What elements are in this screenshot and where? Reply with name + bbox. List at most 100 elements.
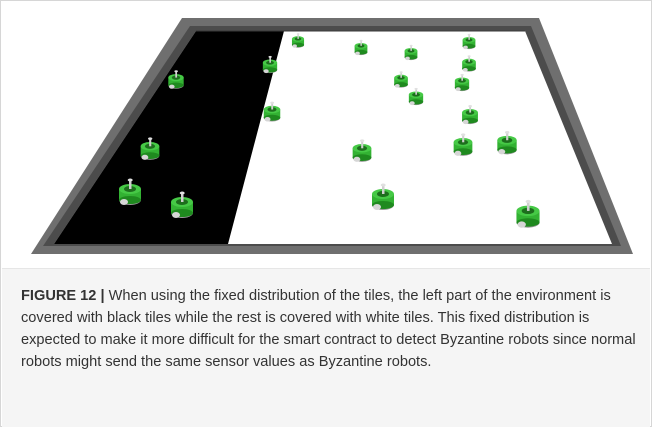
robot-part: [352, 148, 372, 158]
robot-part: [468, 34, 470, 40]
robot-part: [356, 145, 368, 151]
robot-part: [461, 74, 463, 81]
robot: [404, 44, 418, 61]
robot: [262, 55, 278, 74]
robot-part: [409, 101, 415, 106]
robot-part: [270, 101, 275, 104]
robot-part: [294, 37, 302, 41]
robot-part: [361, 140, 364, 149]
robot-part: [382, 185, 385, 194]
robot-part: [521, 207, 535, 215]
robot-part: [404, 50, 418, 58]
robot-part: [409, 44, 413, 47]
robot-part: [408, 94, 424, 102]
robot-part: [458, 78, 466, 83]
robot-part: [516, 210, 540, 223]
arena-rendering: [31, 18, 633, 254]
robot-part: [269, 56, 271, 63]
robot-part: [140, 146, 160, 156]
robot-part: [462, 112, 478, 121]
robot-part: [462, 119, 469, 125]
robot-part: [399, 71, 403, 74]
robot-group: [119, 33, 540, 228]
robot-part: [412, 92, 420, 97]
robot-part: [360, 139, 365, 142]
robot: [453, 133, 473, 156]
robot: [516, 199, 540, 228]
robot-part: [359, 39, 363, 42]
robot-part: [468, 105, 472, 108]
robot-part: [454, 80, 470, 88]
robot-part: [266, 60, 274, 65]
robot-part: [462, 61, 476, 69]
robot: [171, 191, 193, 218]
robot-part: [463, 45, 468, 50]
black-tile-area: [54, 31, 284, 244]
robot-part: [394, 83, 400, 88]
robot-part: [149, 138, 152, 147]
robot-part: [397, 75, 405, 80]
robot-part: [465, 110, 475, 115]
robot-part: [497, 140, 517, 150]
robot-part: [501, 137, 513, 143]
robot-part: [119, 189, 141, 200]
robot-part: [461, 133, 466, 136]
robot-part: [168, 77, 184, 86]
robot: [462, 105, 478, 125]
robot-part: [462, 39, 476, 47]
robot-part: [373, 204, 381, 210]
robot-part: [414, 87, 418, 90]
robot-part: [506, 132, 509, 141]
robot-part: [407, 49, 415, 53]
robot-part: [525, 199, 531, 204]
robot: [354, 39, 368, 56]
robot: [263, 101, 281, 122]
robot-part: [465, 59, 473, 64]
robot-part: [171, 202, 193, 213]
robot: [497, 131, 517, 155]
robot-part: [405, 56, 410, 61]
robot-part: [465, 38, 473, 42]
robot-part: [354, 45, 368, 53]
robot: [119, 178, 141, 205]
robot-part: [144, 143, 156, 149]
figure-caption: FIGURE 12 | When using the fixed distrib…: [21, 285, 637, 373]
robot-part: [454, 150, 462, 156]
robot-part: [174, 70, 178, 73]
robot-part: [453, 142, 473, 152]
robot-part: [498, 149, 506, 155]
robot-part: [467, 55, 471, 58]
robot-part: [264, 117, 271, 122]
robot-part: [296, 33, 300, 35]
robot-part: [467, 33, 471, 36]
robot: [352, 139, 372, 162]
robot-part: [297, 33, 299, 39]
robot-part: [457, 139, 469, 145]
robot-part: [175, 71, 178, 78]
robot-part: [469, 106, 472, 113]
robot-part: [120, 199, 128, 205]
robot-part: [262, 62, 278, 70]
robot-part: [460, 73, 464, 76]
robot-part: [410, 45, 412, 51]
robot-part: [271, 102, 274, 110]
robot-part: [462, 67, 468, 72]
robot-part: [148, 137, 153, 140]
robot-part: [181, 193, 184, 202]
robot-part: [172, 212, 180, 218]
robot: [168, 70, 184, 89]
robot-part: [268, 55, 272, 58]
robot-part: [353, 156, 361, 162]
robot: [454, 73, 470, 92]
robot-part: [127, 178, 133, 182]
robot-part: [291, 38, 305, 45]
figure-image: [2, 2, 650, 268]
robot: [462, 33, 476, 50]
robot: [291, 33, 305, 48]
caption-text: When using the fixed distribution of the…: [21, 288, 636, 370]
robot-part: [263, 69, 269, 74]
robot-part: [504, 131, 510, 134]
robot-part: [380, 183, 386, 187]
robot-part: [400, 72, 402, 78]
